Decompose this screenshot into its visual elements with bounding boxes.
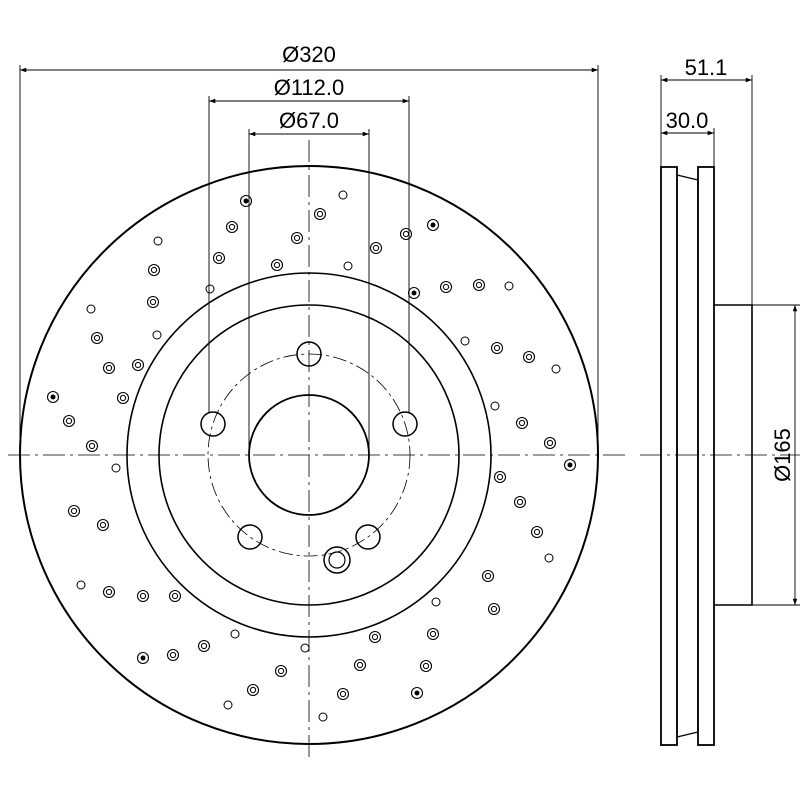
front-view: Ø320 Ø112.0 Ø67.0	[8, 42, 625, 760]
drilled-hole	[419, 659, 433, 673]
drilled-hole	[76, 580, 86, 590]
drilled-hole	[274, 664, 288, 678]
drilled-hole	[515, 416, 529, 430]
drilled-hole	[522, 350, 536, 364]
drilled-hole	[62, 414, 76, 428]
drilled-hole	[152, 330, 162, 340]
dim-total-height: 51.1	[660, 55, 753, 305]
drilled-hole	[111, 463, 121, 473]
drilled-hole	[90, 331, 104, 345]
drilled-hole	[551, 364, 561, 374]
drilled-hole	[116, 391, 130, 405]
drilled-hole	[530, 525, 544, 539]
locating-hole	[323, 546, 351, 574]
drilled-hole	[336, 687, 350, 701]
drilled-hole	[399, 227, 413, 241]
drilled-hole	[225, 220, 239, 234]
drilled-hole	[246, 683, 260, 697]
drilled-hole	[197, 639, 211, 653]
drilled-hole	[431, 597, 441, 607]
drilled-hole	[146, 295, 160, 309]
total-height-label: 51.1	[685, 55, 728, 80]
drilled-hole	[490, 401, 500, 411]
drilled-hole	[102, 585, 116, 599]
drilled-hole	[239, 194, 253, 208]
drilled-hole	[102, 361, 116, 375]
bolt-holes	[200, 341, 418, 550]
bolt-hole	[392, 411, 418, 437]
drilled-hole	[368, 630, 382, 644]
disc-thickness-label: 30.0	[666, 108, 709, 133]
vent-outline	[676, 174, 699, 738]
drilled-hole	[493, 470, 507, 484]
bolt-hole	[237, 524, 263, 550]
drilled-hole	[67, 504, 81, 518]
drilled-hole	[313, 207, 327, 221]
drilled-hole	[439, 280, 453, 294]
drilled-hole	[168, 589, 182, 603]
drilled-hole	[513, 495, 527, 509]
drilled-hole	[543, 436, 557, 450]
drilled-hole	[212, 251, 226, 265]
drilled-hole	[96, 518, 110, 532]
drilled-hole	[86, 304, 96, 314]
drilled-hole	[131, 358, 145, 372]
friction-plate-inner	[697, 166, 715, 746]
drilled-hole	[46, 390, 60, 404]
drilled-hole	[318, 712, 328, 722]
drilled-hole	[300, 643, 310, 653]
bolt-circle-label: Ø112.0	[274, 75, 345, 100]
bolt-hole	[355, 524, 381, 550]
drilled-hole	[270, 258, 284, 272]
drilled-hole	[426, 218, 440, 232]
drilled-hole	[460, 336, 470, 346]
drilled-hole	[481, 569, 495, 583]
drilled-hole	[338, 190, 348, 200]
hat-outer-edge	[158, 304, 460, 606]
drilled-hole	[147, 263, 161, 277]
drilled-hole	[487, 602, 501, 616]
drilled-hole	[490, 341, 504, 355]
drilled-hole	[136, 589, 150, 603]
drilled-holes	[46, 190, 577, 722]
drilled-hole	[369, 241, 383, 255]
drilled-hole	[472, 278, 486, 292]
drilled-hole	[544, 553, 554, 563]
drilled-hole	[353, 658, 367, 672]
dim-center-bore: Ø67.0	[248, 108, 370, 455]
drilled-hole	[166, 648, 180, 662]
drilled-hole	[407, 286, 421, 300]
dim-bolt-circle: Ø112.0	[208, 75, 410, 412]
drilled-hole	[223, 700, 233, 710]
bolt-hole	[296, 341, 322, 367]
drilled-hole	[153, 236, 163, 246]
drilled-hole	[504, 281, 514, 291]
drilled-hole	[136, 651, 150, 665]
drilled-hole	[410, 686, 424, 700]
drilled-hole	[290, 231, 304, 245]
drilled-hole	[230, 629, 240, 639]
friction-ring-inner-edge	[126, 272, 492, 638]
drilled-hole	[205, 284, 215, 294]
drilled-hole	[426, 627, 440, 641]
drilled-hole	[563, 458, 577, 472]
dim-outer-diameter: Ø320	[19, 42, 599, 456]
bolt-hole	[200, 411, 226, 437]
drilled-hole	[343, 261, 353, 271]
side-view: 51.1 30.0 Ø165	[640, 55, 800, 746]
outer-diameter-label: Ø320	[282, 42, 336, 67]
dim-disc-thickness: 30.0	[661, 108, 715, 167]
drilled-hole	[85, 439, 99, 453]
friction-plate-outer	[660, 166, 678, 746]
center-bore-label: Ø67.0	[279, 108, 339, 133]
bolt-circle	[207, 353, 411, 557]
